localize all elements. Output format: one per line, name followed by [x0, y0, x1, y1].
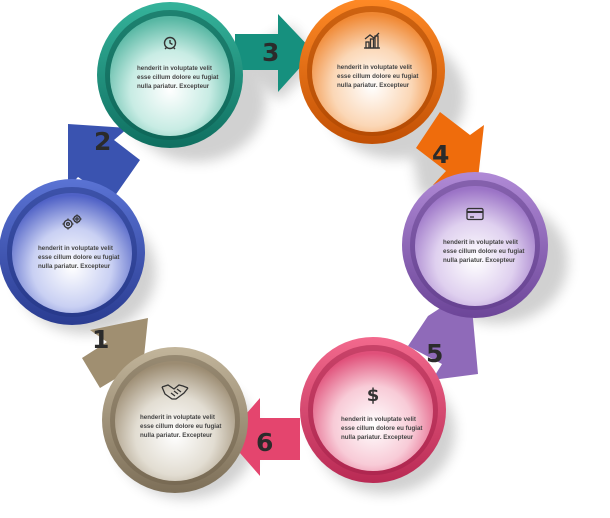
gears-icon	[62, 214, 82, 230]
arrow-4	[416, 112, 484, 188]
step-text-line: henderit in voluptate velit	[140, 414, 215, 421]
step-number-5: 5	[426, 339, 444, 368]
step-circle-2	[0, 179, 145, 325]
handshake-icon	[161, 384, 189, 400]
step-circle-6	[300, 337, 446, 483]
step-text-line: esse cillum dolore eu fugiat	[137, 74, 219, 82]
step-text-1: henderit in voluptate velit esse cillum …	[140, 413, 260, 441]
step-text-line: nulla pariatur. Excepteur	[443, 257, 516, 265]
step-text-line: henderit in voluptate velit	[443, 239, 518, 246]
step-text-2: henderit in voluptate velit esse cillum …	[38, 244, 158, 272]
step-text-line: nulla pariatur. Excepteur	[137, 83, 210, 91]
step-text-3: henderit in voluptate velit esse cillum …	[137, 64, 257, 92]
svg-text:$: $	[367, 385, 380, 406]
bar-chart-icon	[364, 32, 380, 49]
step-number-4: 4	[432, 140, 450, 169]
step-text-line: nulla pariatur. Excepteur	[337, 82, 410, 90]
dollar-icon: $	[367, 385, 380, 406]
step-circle-1	[102, 347, 248, 493]
step-text-line: nulla pariatur. Excepteur	[140, 432, 213, 440]
step-circle-5	[402, 172, 548, 318]
step-text-6: henderit in voluptate velit esse cillum …	[341, 415, 461, 443]
step-text-line: henderit in voluptate velit	[38, 245, 113, 252]
step-text-line: esse cillum dolore eu fugiat	[341, 425, 423, 433]
step-text-5: henderit in voluptate velit esse cillum …	[443, 238, 563, 266]
step-number-1: 1	[92, 325, 110, 354]
step-number-2: 2	[94, 127, 112, 156]
step-text-4: henderit in voluptate velit esse cillum …	[337, 63, 457, 91]
arrow-3	[235, 14, 314, 92]
step-text-line: henderit in voluptate velit	[337, 64, 412, 71]
step-text-line: esse cillum dolore eu fugiat	[140, 423, 222, 431]
step-text-line: esse cillum dolore eu fugiat	[443, 248, 525, 256]
step-text-line: henderit in voluptate velit	[137, 65, 212, 72]
step-text-line: nulla pariatur. Excepteur	[38, 263, 111, 271]
step-circle-4	[299, 0, 445, 144]
step-text-line: esse cillum dolore eu fugiat	[38, 254, 120, 262]
step-number-6: 6	[256, 428, 274, 457]
step-circle-3	[97, 2, 243, 148]
step-text-line: esse cillum dolore eu fugiat	[337, 73, 419, 81]
step-number-3: 3	[262, 38, 280, 67]
credit-card-icon	[466, 207, 484, 221]
clock-icon	[163, 36, 177, 50]
step-text-line: henderit in voluptate velit	[341, 416, 416, 423]
step-text-line: nulla pariatur. Excepteur	[341, 434, 414, 442]
